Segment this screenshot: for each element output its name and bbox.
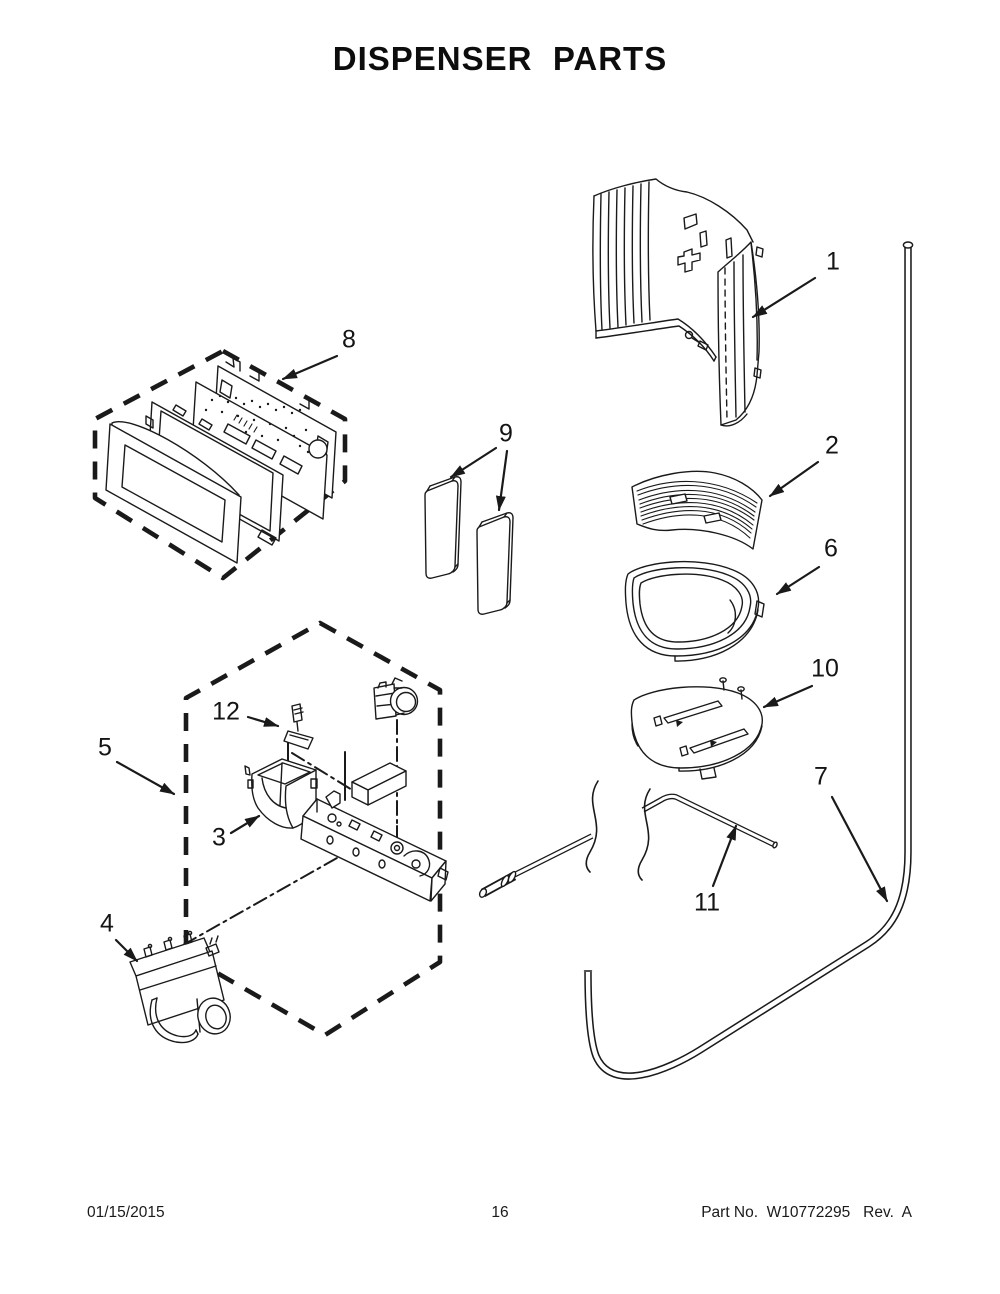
callout-5: 5 [98, 733, 112, 762]
part-4-motor-assembly-drawing [129, 930, 231, 1044]
callout-11: 11 [694, 888, 720, 917]
callout-4: 4 [100, 909, 114, 938]
part-2-grille-drawing [631, 470, 763, 550]
callout-8: 8 [342, 325, 356, 354]
part-6-drip-tray-drawing [624, 560, 765, 662]
callout-7: 7 [814, 762, 828, 791]
page-title: DISPENSER PARTS [332, 40, 668, 77]
callout-2: 2 [825, 431, 839, 460]
callout-6: 6 [824, 534, 838, 563]
footer-page-number: 16 [491, 1204, 509, 1221]
part-5-boundary [183, 620, 443, 1038]
callout-1: 1 [826, 247, 840, 276]
dispenser-bracket-drawing [300, 762, 449, 902]
callout-3: 3 [212, 823, 226, 852]
callout-12: 12 [212, 697, 240, 726]
callout-10: 10 [811, 654, 839, 683]
part-9-pads-drawing [424, 476, 514, 615]
part-1-liner-drawing [592, 178, 764, 427]
part-8-boundary [92, 348, 348, 581]
part-8-control-panel-drawing [105, 357, 337, 564]
callout-9: 9 [499, 419, 513, 448]
part-12-clip-drawing [283, 703, 314, 750]
callout-arrows [114, 276, 889, 963]
footer-date: 01/15/2015 [87, 1204, 165, 1221]
part-11-water-tube-drawing [478, 780, 778, 898]
part-10-tray-support-drawing [630, 677, 763, 780]
footer-part-number: Part No. W10772295 Rev. A [701, 1204, 912, 1221]
pcb-dots [204, 394, 310, 454]
part-7-tube-drawing [583, 241, 914, 1080]
dispenser-motor-drawing [373, 677, 419, 720]
part-3-chute-drawing [244, 758, 318, 829]
